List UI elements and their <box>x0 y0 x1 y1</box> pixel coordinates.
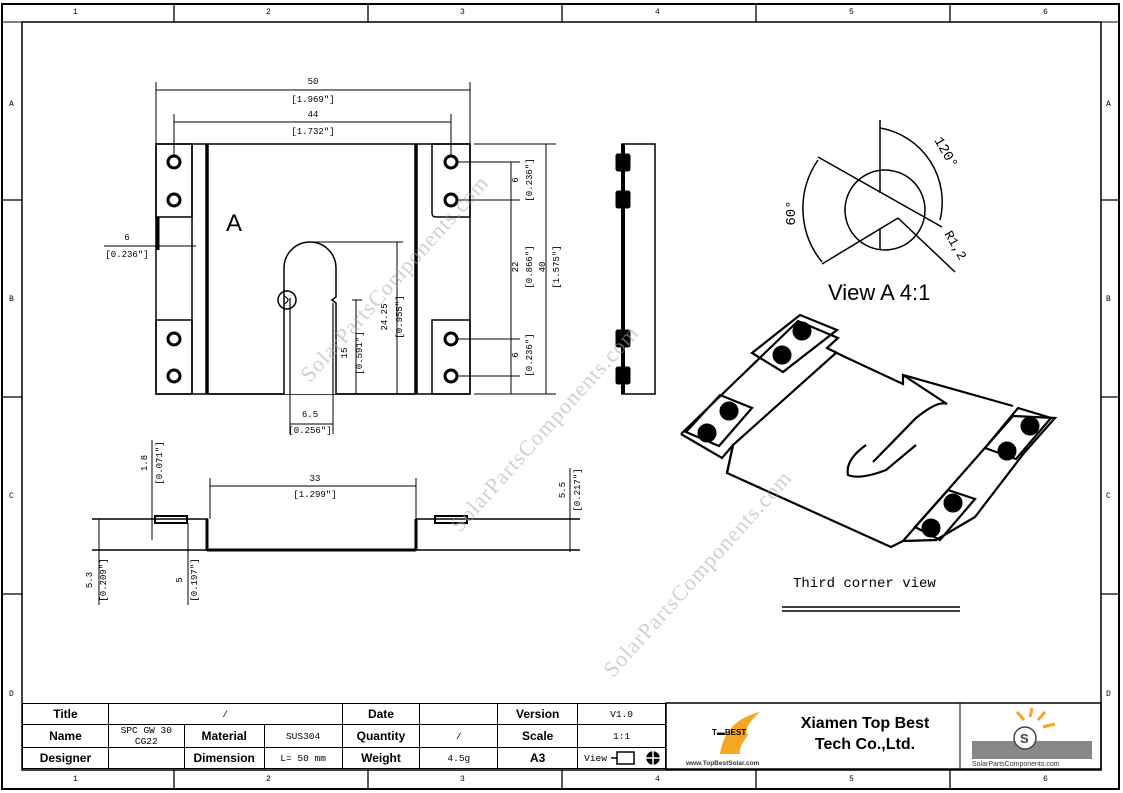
grid-col-6-bottom: 6 <box>1043 775 1048 784</box>
grid-col-2: 2 <box>266 8 271 17</box>
dim-inner-span-in: [0.866"] <box>525 245 535 289</box>
grid-row-d: D <box>9 690 14 699</box>
dim-hole-pitch-top: 6 <box>511 177 521 183</box>
dim-thickness-in: [0.071"] <box>155 441 165 485</box>
date-label: Date <box>341 703 421 725</box>
grid-col-1-bottom: 1 <box>73 775 78 784</box>
dim-hole-spacing: 44 <box>307 110 319 120</box>
dim-overall-height: 40 <box>538 261 548 273</box>
dim-notch-height-in: [0.591"] <box>355 331 365 375</box>
grid-col-5: 5 <box>849 8 854 17</box>
company-name: Xiamen Top Best Tech Co.,Ltd. <box>770 713 960 755</box>
date-value <box>419 703 499 725</box>
designer-label: Designer <box>22 747 109 769</box>
weight-value: 4.5g <box>419 747 499 769</box>
dim-slot-depth: 24.25 <box>380 303 390 331</box>
grid-col-6: 6 <box>1043 8 1048 17</box>
view-label: View <box>577 747 666 769</box>
name-value: SPC GW 30 CG22 <box>107 724 185 748</box>
third-corner-view-caption: Third corner view <box>793 576 936 592</box>
tbest-logo: T▬BEST <box>712 712 760 754</box>
dim-overall-width: 50 <box>307 77 319 87</box>
dim-slot-width-in: [0.256"] <box>288 426 332 436</box>
grid-col-3-bottom: 3 <box>460 775 465 784</box>
dim-right-height: 5.5 <box>558 481 568 499</box>
company-line-1: Xiamen Top Best <box>800 715 930 732</box>
dim-overall-height-in: [1.575"] <box>552 245 562 289</box>
dim-depth-in: [0.197"] <box>190 558 200 602</box>
dim-left-offset-in: [0.236"] <box>105 250 149 260</box>
view-label-a: A <box>226 210 243 237</box>
dim-left-height-in: [0.209"] <box>99 558 109 602</box>
material-label: Material <box>183 724 265 748</box>
spc-logo: S <box>972 707 1092 759</box>
dim-channel-width-in: [1.299"] <box>293 490 337 500</box>
dim-hole-pitch-top-in: [0.236"] <box>525 158 535 202</box>
weight-label: Weight <box>341 747 421 769</box>
grid-row-d-right: D <box>1106 690 1111 699</box>
svg-text:S: S <box>1020 731 1029 746</box>
view-a-title: View A 4:1 <box>828 280 931 305</box>
dim-thickness: 1.8 <box>140 454 150 472</box>
grid-col-5-bottom: 5 <box>849 775 854 784</box>
grid-col-4: 4 <box>655 8 660 17</box>
grid-row-c-right: C <box>1106 492 1111 501</box>
name-label: Name <box>22 724 109 748</box>
title-block: Title / Date Version V1.0 Name SPC GW 30… <box>22 703 666 769</box>
grid-col-2-bottom: 2 <box>266 775 271 784</box>
tbest-url: www.TopBestSolar.com <box>686 760 760 767</box>
angle-60: 60° <box>784 200 800 226</box>
dim-hole-pitch-bottom: 6 <box>511 352 521 358</box>
sheet-size-label: A3 <box>497 747 579 769</box>
grid-col-3: 3 <box>460 8 465 17</box>
designer-value <box>107 747 185 769</box>
scale-label: Scale <box>497 724 579 748</box>
spc-url: SolarPartsComponents.com <box>972 761 1060 768</box>
dimension-label: Dimension <box>183 747 265 769</box>
dim-inner-span: 22 <box>511 261 521 273</box>
grid-row-a: A <box>9 100 14 109</box>
grid-row-b-right: B <box>1106 295 1111 304</box>
dim-left-height: 5.3 <box>85 571 95 589</box>
title-label: Title <box>22 703 109 725</box>
dim-right-height-in: [0.217"] <box>573 468 583 512</box>
svg-text:T▬BEST: T▬BEST <box>712 728 746 737</box>
dim-notch-height: 15 <box>340 347 350 359</box>
title-value: / <box>107 703 343 725</box>
dim-hole-pitch-bottom-in: [0.236"] <box>525 333 535 377</box>
quantity-label: Quantity <box>341 724 421 748</box>
grid-row-c: C <box>9 492 14 501</box>
dim-slot-width: 6.5 <box>301 410 319 420</box>
version-label: Version <box>497 703 579 725</box>
version-value: V1.0 <box>577 703 666 725</box>
grid-row-a-right: A <box>1106 100 1111 109</box>
dim-left-offset: 6 <box>124 233 130 243</box>
scale-value: 1:1 <box>577 724 666 748</box>
quantity-value: / <box>419 724 499 748</box>
grid-col-1: 1 <box>73 8 78 17</box>
grid-row-b: B <box>9 295 14 304</box>
dim-hole-spacing-in: [1.732"] <box>291 127 335 137</box>
grid-col-4-bottom: 4 <box>655 775 660 784</box>
dim-channel-width: 33 <box>309 474 321 484</box>
material-value: SUS304 <box>263 724 343 748</box>
dim-depth: 5 <box>175 577 185 583</box>
dimension-value: L= 50 mm <box>263 747 343 769</box>
dim-slot-depth-in: [0.955"] <box>395 295 405 339</box>
dim-overall-width-in: [1.969"] <box>291 95 335 105</box>
view-text: View <box>584 752 607 764</box>
company-line-2: Tech Co.,Ltd. <box>814 736 916 753</box>
